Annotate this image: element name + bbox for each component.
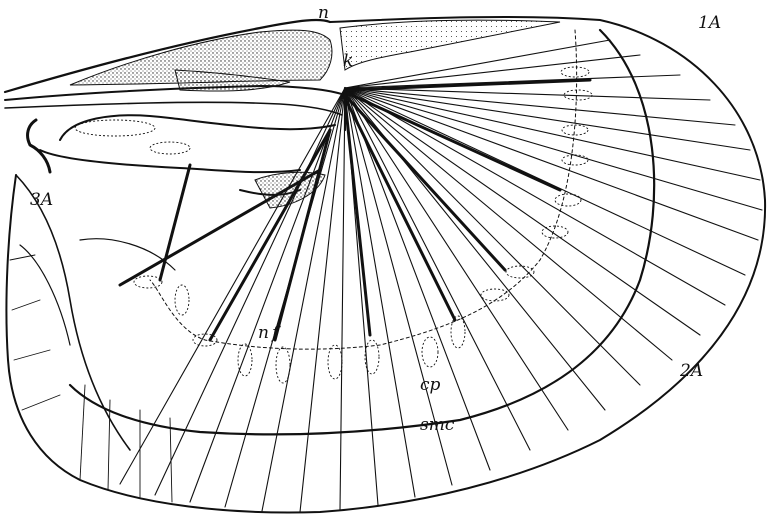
inner-fold-line — [80, 239, 175, 270]
leading-edge-inner — [5, 86, 345, 100]
label-2A: 2A — [679, 361, 703, 381]
label-k: k — [343, 51, 353, 71]
axillary-hook — [28, 120, 50, 172]
label-smc: smc — [420, 415, 455, 435]
label-1A: 1A — [698, 13, 721, 33]
radiating-veins — [120, 40, 762, 512]
stippled-regions — [70, 20, 560, 208]
label-3A: 3A — [30, 190, 53, 210]
inner-fold-line-2 — [20, 245, 70, 345]
axillary-curve-2 — [40, 150, 300, 172]
label-nf: nf — [258, 323, 281, 343]
axillary-curve-1 — [60, 115, 335, 140]
leading-edge-lower — [5, 102, 342, 115]
label-n: n — [318, 3, 329, 23]
label-cp: cp — [420, 375, 441, 395]
stipple-n-region — [340, 20, 560, 70]
anal-lobe-outline — [16, 175, 130, 450]
